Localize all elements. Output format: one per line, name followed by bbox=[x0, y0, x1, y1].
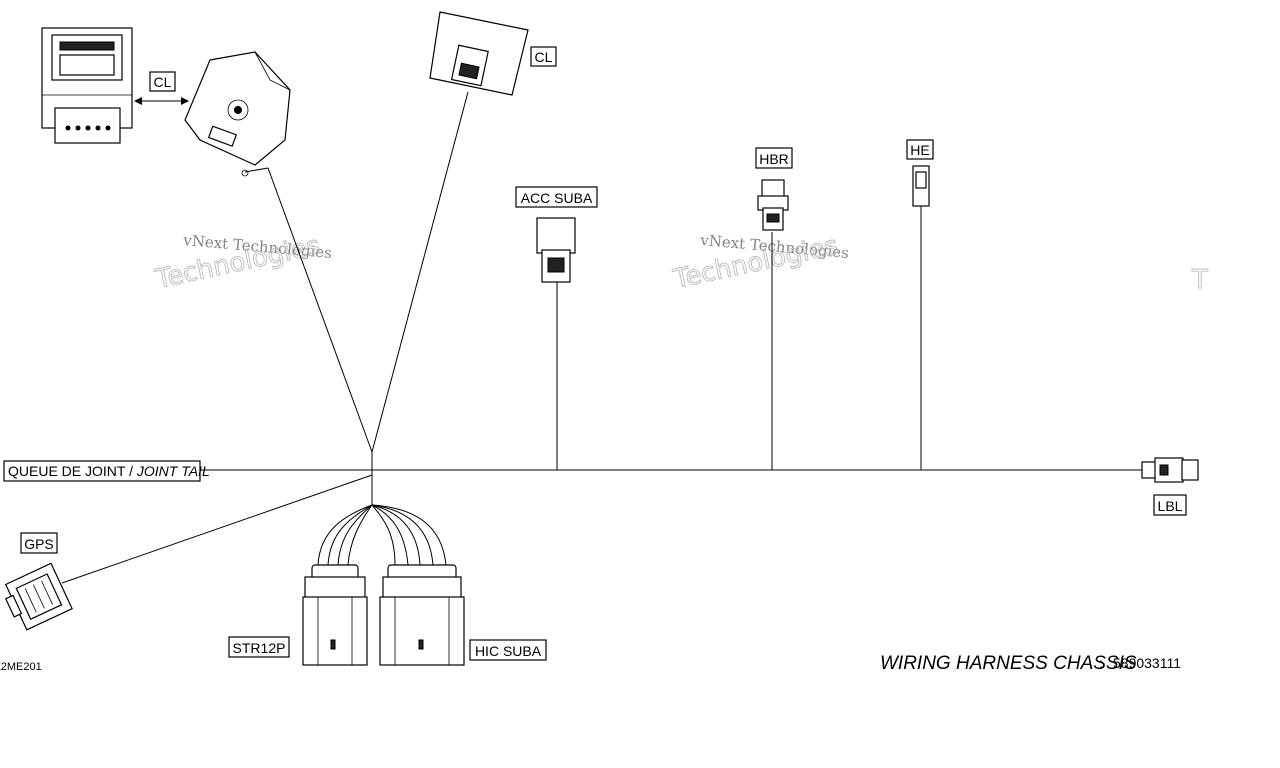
gps-label: GPS bbox=[20, 532, 58, 554]
fan-wire bbox=[337, 504, 373, 566]
fan-wire bbox=[371, 504, 421, 566]
cl-left-label: CL bbox=[149, 71, 176, 92]
footer-part-number: 589033111 bbox=[1113, 655, 1181, 671]
lbl-label-text: LBL bbox=[1158, 498, 1183, 514]
watermark-left: vNext Technologies Technologies bbox=[152, 230, 333, 295]
hic-suba-label-text: HIC SUBA bbox=[475, 643, 542, 659]
cl-direction-arrow bbox=[134, 97, 189, 105]
cl-left-label-text: CL bbox=[154, 74, 172, 90]
cl-left-connector-side bbox=[184, 51, 291, 177]
footer-title-text: WIRING HARNESS CHASSIS bbox=[880, 653, 1137, 674]
lbl-connector bbox=[1141, 457, 1199, 483]
he-connector bbox=[912, 165, 930, 207]
cl-top-label-text: CL bbox=[535, 49, 553, 65]
joint-tail-label: QUEUE DE JOINT / JOINT TAIL bbox=[3, 460, 210, 482]
joint-tail-en: JOINT TAIL bbox=[136, 463, 210, 479]
fan-wire bbox=[371, 504, 447, 566]
str12p-label-text: STR12P bbox=[233, 640, 286, 656]
cl-left-connector-front bbox=[41, 27, 133, 144]
fan-wire bbox=[327, 504, 373, 566]
lbl-label: LBL bbox=[1153, 494, 1187, 516]
cl-top-connector bbox=[429, 11, 529, 96]
gps-label-text: GPS bbox=[24, 536, 54, 552]
reference-code: Z2ME201 bbox=[0, 661, 42, 673]
fan-wire bbox=[371, 504, 409, 566]
hic-suba-connector bbox=[379, 564, 465, 666]
watermark-center: vNext Technologies Technologies bbox=[670, 230, 850, 295]
wire-to-cl-top bbox=[371, 91, 469, 453]
harness-wires bbox=[61, 91, 1142, 584]
watermark-text-partial: T bbox=[1191, 265, 1208, 295]
str12p-connector bbox=[302, 564, 368, 666]
wire-to-cl-left bbox=[267, 167, 373, 453]
hic-suba-label: HIC SUBA bbox=[469, 639, 547, 661]
hbr-label: HBR bbox=[755, 147, 793, 169]
hbr-connector bbox=[757, 179, 789, 231]
wire-to-gps bbox=[61, 474, 373, 584]
fan-wire bbox=[371, 504, 396, 566]
footer-title: WIRING HARNESS CHASSIS : 589033111 bbox=[880, 653, 1181, 674]
fan-wire bbox=[317, 504, 373, 566]
joint-tail-fr: QUEUE DE JOINT / bbox=[8, 463, 137, 479]
fan-wire bbox=[371, 504, 434, 566]
acc-suba-label: ACC SUBA bbox=[515, 186, 598, 208]
fan-wire bbox=[347, 504, 373, 566]
acc-suba-label-text: ACC SUBA bbox=[521, 190, 593, 206]
he-label: HE bbox=[906, 139, 934, 160]
footer-separator: : bbox=[1099, 655, 1103, 671]
cl-top-label: CL bbox=[530, 46, 557, 67]
he-label-text: HE bbox=[910, 142, 929, 158]
hbr-label-text: HBR bbox=[759, 151, 789, 167]
str12p-label: STR12P bbox=[228, 636, 290, 658]
gps-connector bbox=[4, 562, 73, 631]
acc-suba-connector bbox=[536, 217, 576, 283]
joint-tail-label-text: QUEUE DE JOINT / JOINT TAIL bbox=[8, 463, 210, 479]
